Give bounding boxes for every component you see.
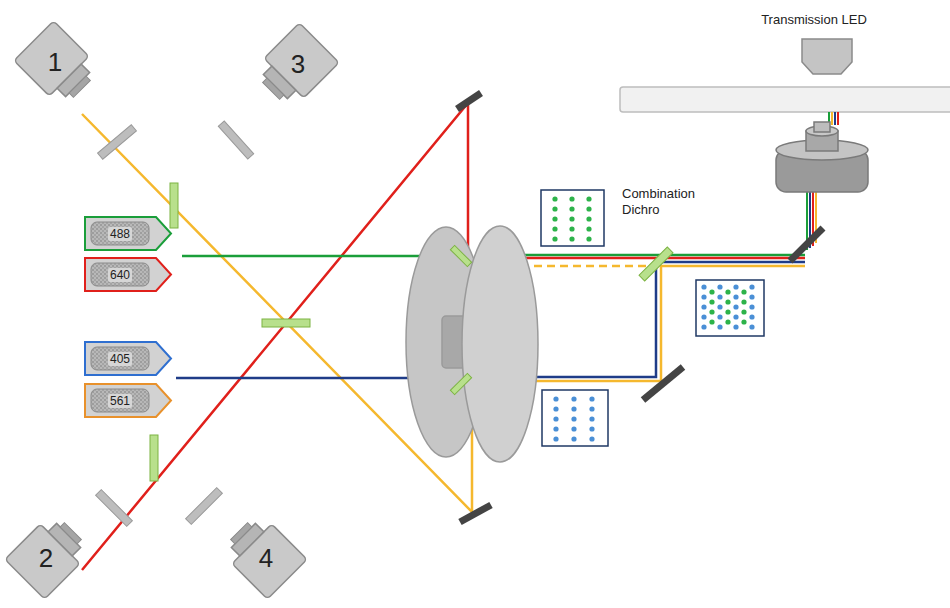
transmission-led: Transmission LED — [744, 12, 884, 78]
pinhole-dot — [586, 206, 591, 211]
wavelength-label: 488 — [108, 227, 132, 241]
pinhole-dot — [749, 314, 754, 319]
pinhole-dot — [701, 304, 706, 309]
callout-number: 4 — [259, 544, 273, 572]
pinhole-dot — [571, 436, 576, 441]
pinhole-dot — [741, 319, 746, 324]
pinhole-dot — [749, 304, 754, 309]
pinhole-dot — [741, 299, 746, 304]
sample-stage — [620, 87, 950, 112]
pinhole-dot — [709, 289, 714, 294]
combination-dichroic — [639, 247, 673, 281]
pinhole-dot — [749, 284, 754, 289]
pinhole-dot — [701, 314, 706, 319]
component-label: Combination Dichro — [622, 186, 706, 218]
pinhole-dot — [749, 294, 754, 299]
pinhole-dot — [725, 309, 730, 314]
pinhole-dot — [733, 304, 738, 309]
objective-lens — [776, 122, 868, 192]
pinhole-dot — [553, 426, 558, 431]
pinhole-dot — [571, 396, 576, 401]
pinhole-dot — [553, 406, 558, 411]
pinhole-dot — [553, 436, 558, 441]
callout-number: 2 — [39, 544, 53, 572]
pinhole-dot — [569, 216, 574, 221]
pinhole-dot — [569, 196, 574, 201]
pinhole-dot — [586, 236, 591, 241]
pinhole-dot — [571, 416, 576, 421]
pinhole-dot — [569, 206, 574, 211]
pinhole-dot — [552, 196, 557, 201]
pinhole-dot — [589, 406, 594, 411]
pinhole-dot — [741, 309, 746, 314]
pinhole-dot — [586, 196, 591, 201]
scan-disk — [406, 226, 538, 462]
pinhole-dot — [553, 416, 558, 421]
pinhole-dots — [552, 196, 754, 441]
pinhole-dot — [569, 236, 574, 241]
pinhole-dot — [725, 319, 730, 324]
pinhole-dot — [709, 309, 714, 314]
pinhole-dot — [733, 324, 738, 329]
laser-source: 488 — [84, 216, 172, 251]
pinhole-dot — [553, 396, 558, 401]
wavelength-label: 405 — [108, 352, 132, 366]
pinhole-dot — [741, 289, 746, 294]
pinhole-dot — [589, 396, 594, 401]
pinhole-dot — [749, 324, 754, 329]
wavelength-label: 561 — [108, 394, 132, 408]
pinhole-dot — [725, 289, 730, 294]
wavelength-label: 640 — [108, 268, 132, 282]
pinhole-dot — [701, 294, 706, 299]
callout-number: 1 — [48, 48, 62, 76]
camera: 4 — [216, 508, 316, 608]
pinhole-dot — [586, 226, 591, 231]
pinhole-dot — [717, 304, 722, 309]
pinhole-dot — [552, 206, 557, 211]
pinhole-dot — [586, 216, 591, 221]
laser-source: 640 — [84, 257, 172, 292]
pinhole-dot — [552, 236, 557, 241]
mirror — [457, 93, 823, 522]
camera: 1 — [5, 12, 105, 112]
pinhole-dot — [701, 324, 706, 329]
pinhole-dot — [569, 226, 574, 231]
pinhole-dot — [725, 299, 730, 304]
part-name: Transmission LED — [744, 12, 884, 28]
pinhole-dot — [589, 426, 594, 431]
pinhole-dot — [733, 294, 738, 299]
pinhole-dot — [571, 406, 576, 411]
pinhole-dot — [589, 416, 594, 421]
emission-filter — [150, 183, 310, 481]
camera: 3 — [248, 14, 348, 114]
pinhole-dot — [589, 436, 594, 441]
pinhole-dot — [733, 314, 738, 319]
laser-source: 561 — [84, 383, 172, 418]
callout-number: 3 — [291, 50, 305, 78]
pinhole-dot — [717, 324, 722, 329]
pinhole-dot — [571, 426, 576, 431]
pinhole-dot — [717, 284, 722, 289]
pinhole-dot — [717, 314, 722, 319]
pinhole-dot — [552, 226, 557, 231]
pinhole-dot — [717, 294, 722, 299]
pinhole-dot — [709, 299, 714, 304]
dichroic-mirror — [450, 245, 673, 394]
pinhole-pattern — [541, 190, 764, 446]
pinhole-dot — [552, 216, 557, 221]
pinhole-dot — [709, 319, 714, 324]
camera-plate — [96, 121, 254, 526]
pinhole-dot — [701, 284, 706, 289]
pinhole-dot — [733, 284, 738, 289]
laser-source: 405 — [84, 341, 172, 376]
camera: 2 — [0, 508, 96, 608]
